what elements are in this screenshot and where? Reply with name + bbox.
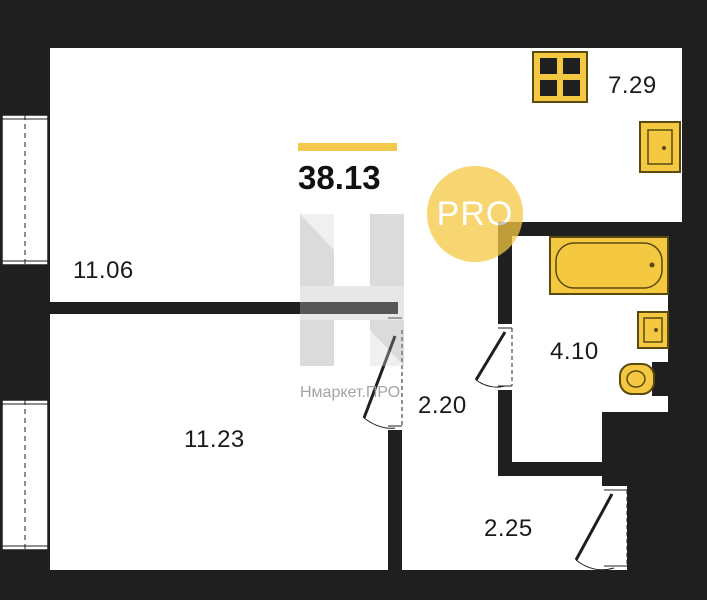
total-area-accent-bar: [298, 143, 397, 151]
pro-badge-label: PRO: [436, 194, 514, 233]
window-icon: [1, 114, 49, 266]
room-area-bathroom: 4.10: [550, 338, 599, 365]
door-swing-icon: [574, 486, 628, 571]
room-area-kitchen: 7.29: [608, 72, 657, 99]
sink-icon: [637, 311, 669, 349]
room-area-hallway: 2.20: [418, 392, 467, 419]
total-area: 38.13: [298, 159, 381, 196]
room-area-entry: 2.25: [484, 515, 533, 542]
room-area-living-room: 11.06: [73, 257, 134, 284]
door-swing-icon: [362, 314, 403, 430]
pro-badge: PRO: [427, 166, 523, 262]
room-area-bedroom: 11.23: [184, 426, 245, 453]
watermark-text: Нмаркет.ПРО: [300, 384, 401, 401]
toilet-icon: [619, 362, 670, 396]
watermark-logo: [300, 214, 404, 366]
window-icon: [1, 399, 49, 551]
door-swing-icon: [474, 324, 513, 390]
sink-icon: [639, 121, 681, 173]
interior-walls: [50, 222, 682, 570]
bathtub-icon: [549, 236, 669, 295]
stove-icon: [532, 51, 588, 103]
